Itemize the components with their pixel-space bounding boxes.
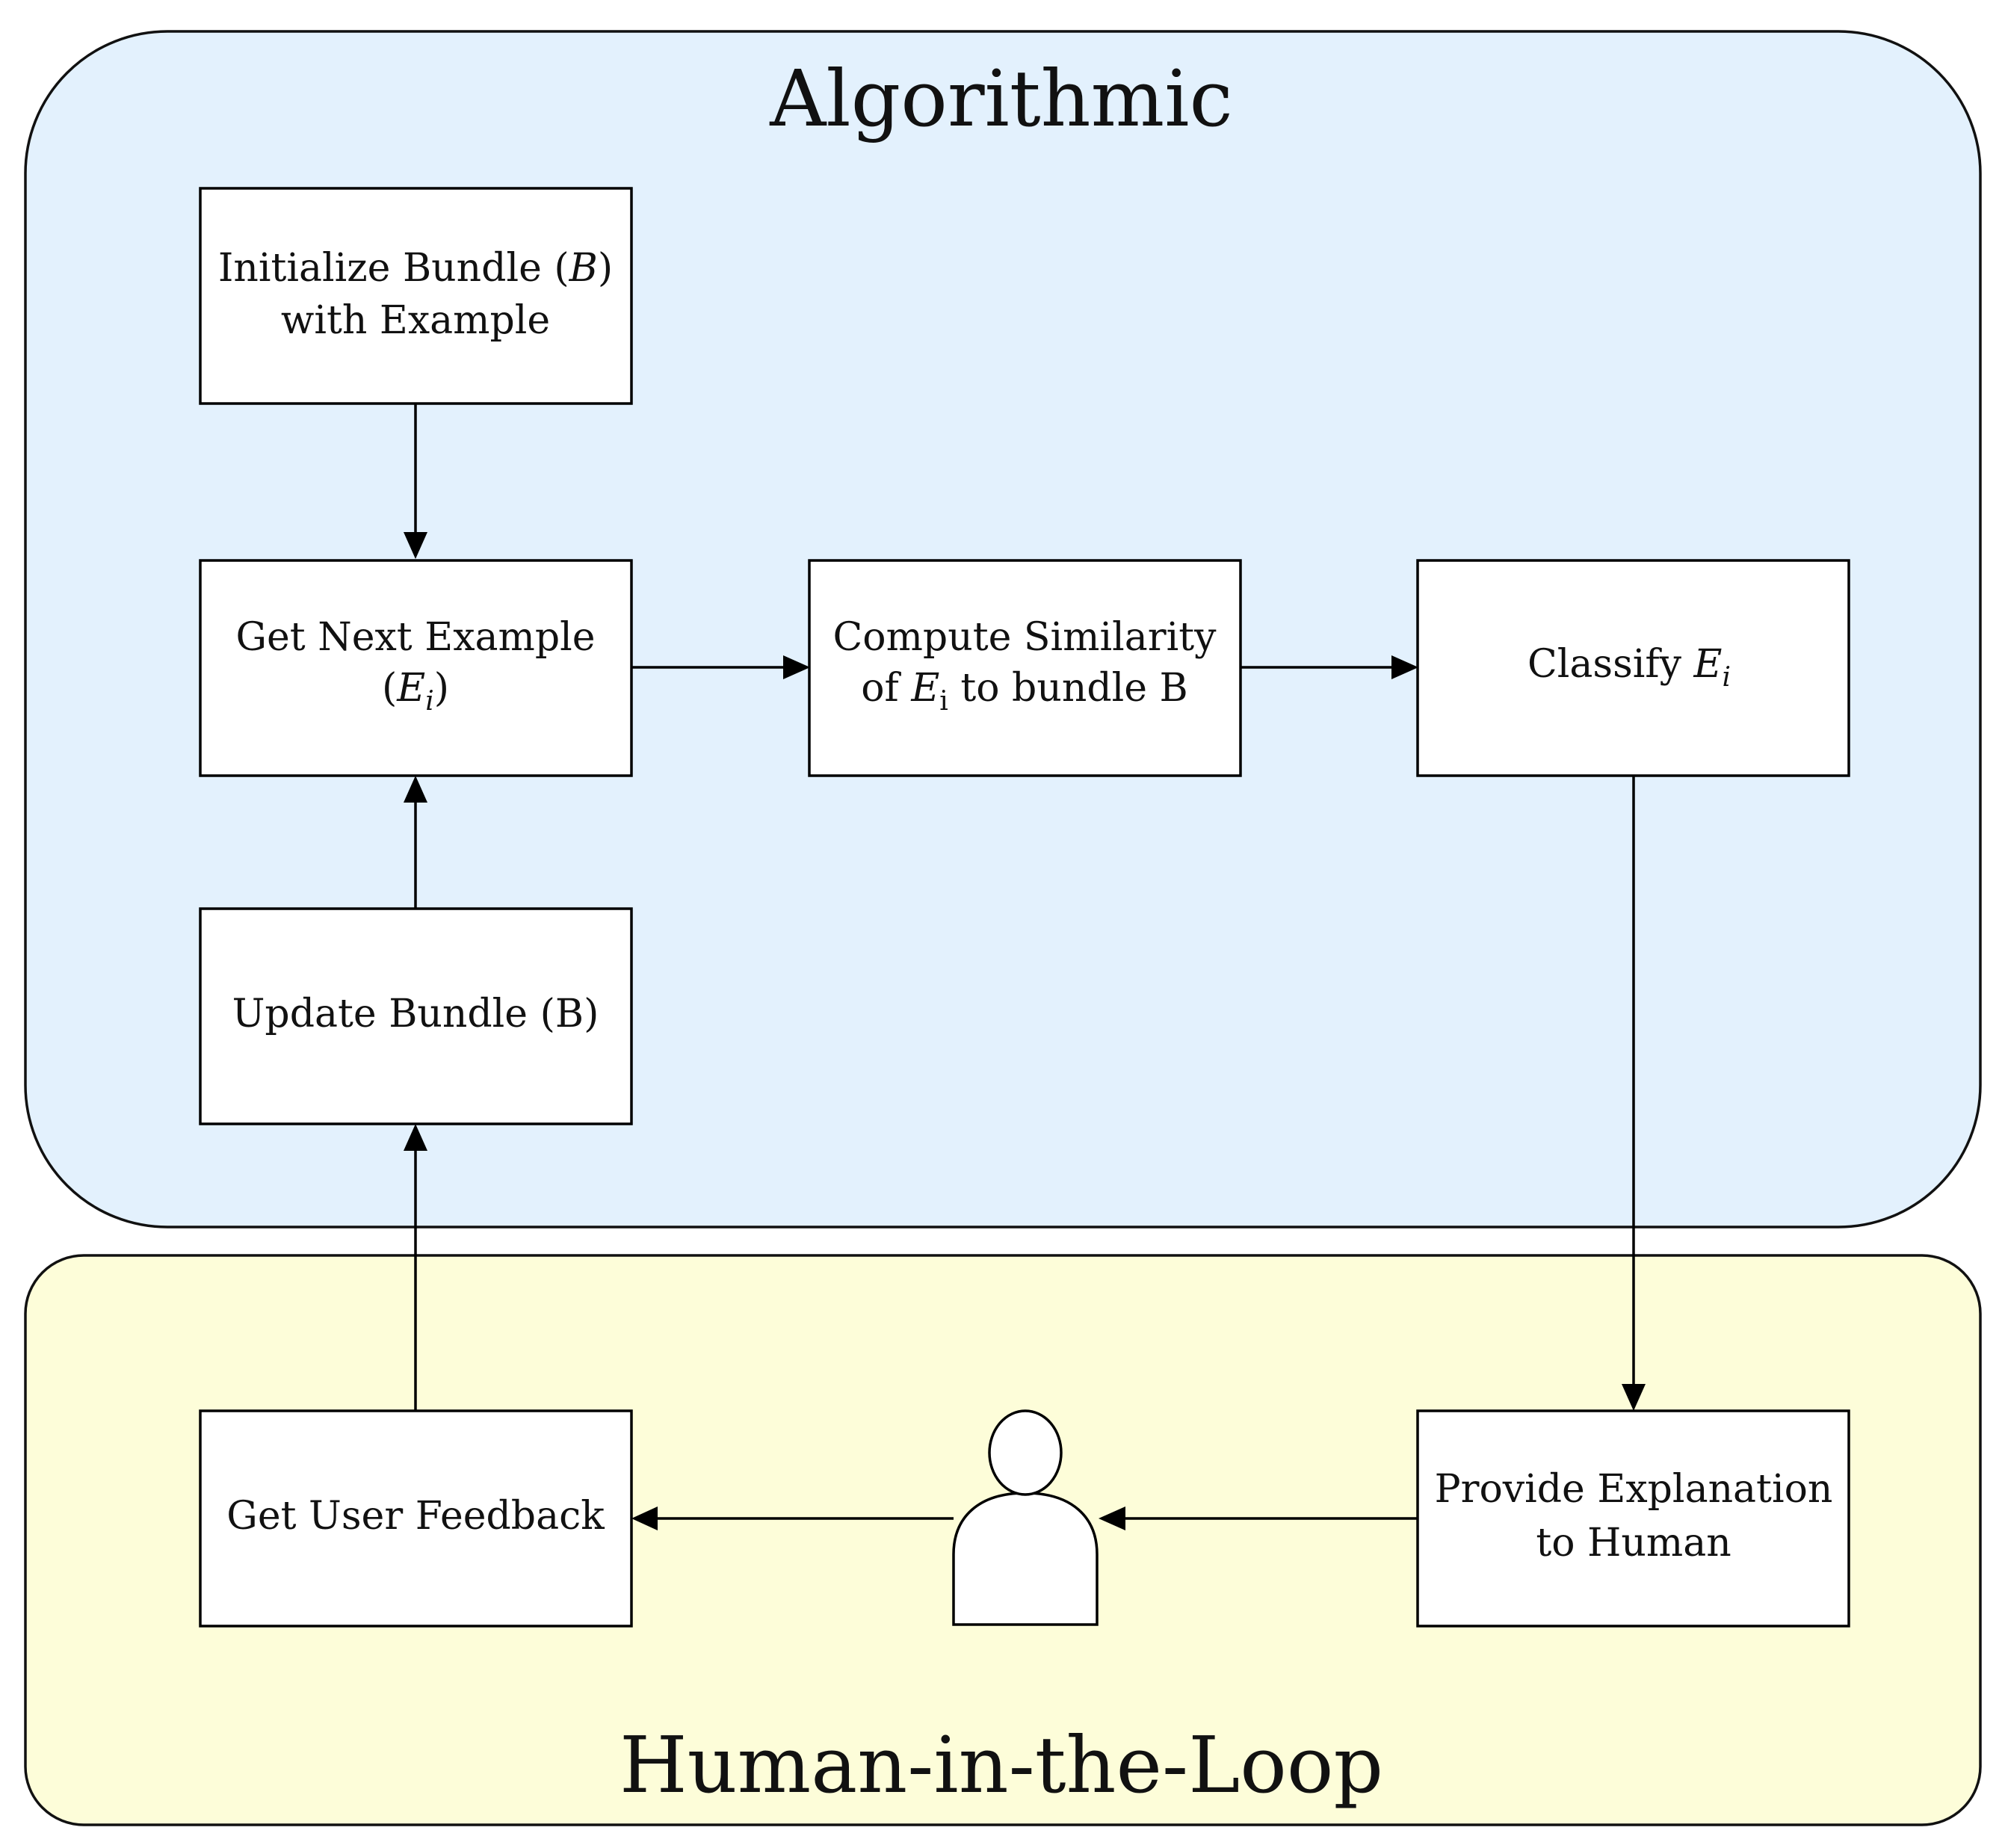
node-provide-explanation-line1: Provide Explanation [1435, 1467, 1833, 1512]
node-update-bundle-label: Update Bundle (B) [232, 992, 599, 1036]
arrowhead-up-icon [404, 776, 427, 803]
arrowhead-right-icon [783, 655, 810, 679]
node-update-bundle: Update Bundle (B) [199, 907, 633, 1125]
node-provide-explanation: Provide Explanation to Human [1416, 1409, 1850, 1628]
node-classify: Classify Ei [1416, 559, 1850, 777]
region-algorithmic-title: Algorithmic [769, 53, 1232, 144]
arrowhead-right-icon [1391, 655, 1418, 679]
node-initialize-bundle: Initialize Bundle (B) with Example [199, 187, 633, 405]
node-compute-similarity-line1: Compute Similarity [833, 615, 1217, 660]
node-get-next-example-line1: Get Next Example [235, 615, 595, 660]
arrowhead-down-icon [404, 532, 427, 559]
node-get-next-example: Get Next Example (Ei) [199, 559, 633, 777]
node-get-next-example-line2: (Ei) [382, 666, 449, 717]
arrowhead-left-icon [1099, 1506, 1125, 1530]
arrowhead-left-icon [631, 1506, 658, 1530]
arrowhead-down-icon [1622, 1384, 1646, 1411]
node-initialize-bundle-line2: with Example [281, 298, 550, 343]
node-provide-explanation-line2: to Human [1536, 1521, 1731, 1566]
arrowhead-up-icon [404, 1124, 427, 1151]
person-icon [952, 1409, 1099, 1626]
node-get-user-feedback: Get User Feedback [199, 1409, 633, 1628]
node-compute-similarity-line2: of Ei to bundle B [861, 666, 1188, 717]
node-classify-label: Classify Ei [1527, 642, 1731, 693]
node-get-user-feedback-label: Get User Feedback [226, 1494, 605, 1539]
node-compute-similarity: Compute Similarity of Ei to bundle B [808, 559, 1242, 777]
region-human-in-the-loop-title: Human-in-the-Loop [620, 1719, 1383, 1811]
node-initialize-bundle-line1: Initialize Bundle (B) [218, 246, 613, 291]
